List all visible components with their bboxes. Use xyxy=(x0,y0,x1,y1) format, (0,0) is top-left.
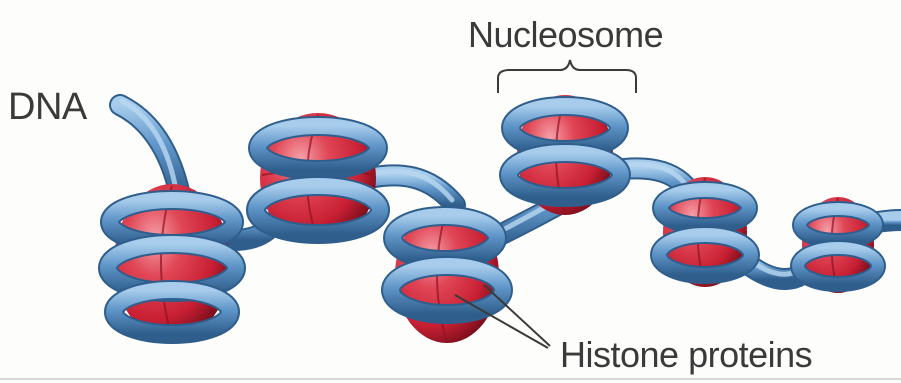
nucleosome-4 xyxy=(509,95,621,215)
nucleosome-1 xyxy=(108,184,236,340)
nucleosome-3 xyxy=(391,207,503,343)
nucleosome-5 xyxy=(659,177,751,287)
nucleosome-6 xyxy=(798,197,878,293)
nucleosome-label: Nucleosome xyxy=(468,14,663,56)
dna-label: DNA xyxy=(8,86,87,129)
nucleosome-bracket xyxy=(498,60,636,93)
nucleosome-2 xyxy=(256,113,380,243)
histone-proteins-label: Histone proteins xyxy=(560,334,812,376)
bottom-border xyxy=(0,378,901,380)
